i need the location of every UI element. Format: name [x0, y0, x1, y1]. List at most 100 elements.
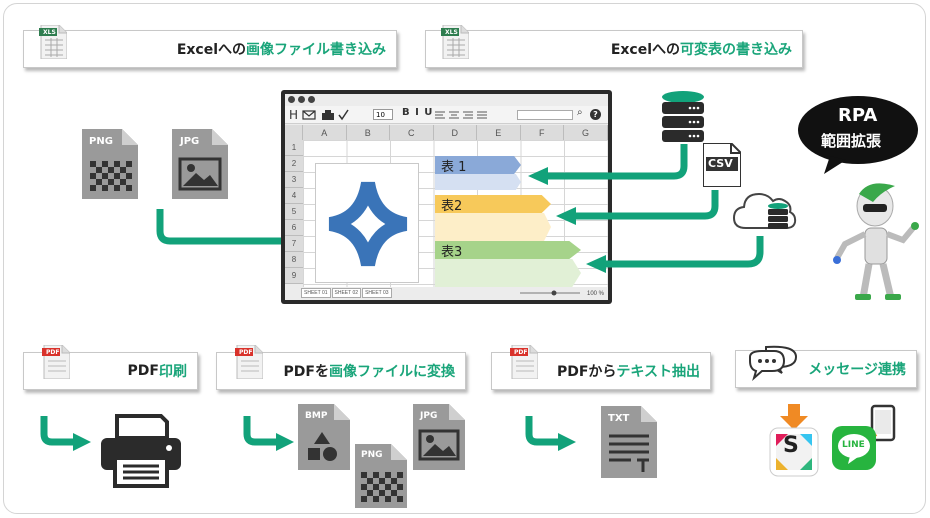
- label-highlight: メッセージ連携: [808, 362, 906, 378]
- sheet-tab[interactable]: SHEET 02: [331, 288, 362, 298]
- inserted-image[interactable]: [315, 163, 419, 283]
- arrow-cloud-to-table3: [586, 236, 764, 273]
- arrow-to-text: [525, 416, 576, 451]
- row-header[interactable]: 1: [285, 140, 303, 156]
- arrow-to-printer: [40, 416, 91, 451]
- label-prefix: Excelへの: [610, 42, 680, 58]
- label-message: メッセージ連携: [735, 345, 917, 388]
- label-highlight: 可変表の書き込み: [680, 42, 792, 58]
- column-header[interactable]: D: [433, 125, 477, 140]
- label-pdf-extract: PDF PDFからテキスト抽出: [491, 345, 711, 390]
- label-pdf-convert: PDF PDFを画像ファイルに変換: [216, 345, 466, 390]
- label-prefix: PDFを: [283, 364, 329, 380]
- table-3[interactable]: 表3: [435, 241, 581, 259]
- cloud-database-icon: [732, 192, 797, 229]
- table-1[interactable]: 表 1: [435, 156, 521, 174]
- column-header[interactable]: E: [477, 125, 521, 140]
- column-header[interactable]: B: [346, 125, 390, 140]
- row-header[interactable]: 6: [285, 220, 303, 236]
- table-1-rows: [435, 174, 521, 190]
- pdf-file-icon: [510, 345, 538, 379]
- help-icon[interactable]: ?: [590, 109, 601, 120]
- column-header[interactable]: A: [303, 125, 347, 140]
- pdf-badge-text: PDF: [514, 349, 528, 356]
- diagram-frame: XLS Excelへの画像ファイル書き込み XLS Excelへの可変表の書き込…: [3, 3, 926, 514]
- csv-badge-text: CSV: [708, 157, 733, 170]
- formula-bar[interactable]: [517, 110, 573, 120]
- svg-text:H: H: [289, 108, 298, 122]
- table-2[interactable]: 表2: [435, 195, 551, 213]
- txt-badge-text: TXT: [608, 413, 630, 424]
- label-text: Excelへの画像ファイル書き込み: [177, 31, 386, 67]
- sheet-tab[interactable]: SHEET 03: [362, 288, 392, 298]
- font-size-select[interactable]: 10: [373, 109, 393, 120]
- zoom-slider[interactable]: [520, 290, 580, 296]
- row-header[interactable]: 2: [285, 156, 303, 172]
- spreadsheet-window: H 10 B I U ⌕ ?: [281, 90, 612, 304]
- sheet-tab[interactable]: SHEET 01: [301, 288, 331, 298]
- row-header[interactable]: 5: [285, 204, 303, 220]
- column-header[interactable]: F: [520, 125, 564, 140]
- column-header[interactable]: C: [390, 125, 434, 140]
- row-header[interactable]: 3: [285, 172, 303, 188]
- label-excel-variable-table: XLS Excelへの可変表の書き込み: [425, 25, 803, 68]
- arrow-database-to-table1: [528, 144, 688, 185]
- jpg-file-icon: [413, 404, 465, 470]
- table-3-rows: [435, 259, 581, 287]
- spreadsheet-toolbar: H 10 B I U ⌕ ?: [285, 106, 608, 124]
- row-header[interactable]: 8: [285, 252, 303, 268]
- rpa-title: RPA: [838, 105, 878, 126]
- row-header[interactable]: 7: [285, 236, 303, 252]
- label-prefix: PDFから: [556, 364, 617, 380]
- robot-icon: [833, 183, 919, 300]
- search-icon[interactable]: ⌕: [577, 107, 583, 118]
- jpg-badge-text: JPG: [420, 411, 438, 421]
- arrow-to-images: [243, 416, 294, 451]
- zoom-level: 100 %: [586, 291, 604, 297]
- chat-bubbles-icon: [749, 345, 798, 381]
- pdf-file-icon: [235, 345, 263, 379]
- row-header[interactable]: 9: [285, 268, 303, 284]
- star-logo-icon: [328, 181, 408, 267]
- label-text: PDFからテキスト抽出: [557, 353, 700, 389]
- line-label: LINE: [842, 440, 865, 450]
- label-highlight: テキスト抽出: [616, 364, 700, 380]
- label-text: Excelへの可変表の書き込み: [611, 31, 792, 67]
- label-prefix: Excelへの: [176, 42, 246, 58]
- slack-letter: S: [783, 433, 799, 458]
- label-text: メッセージ連携: [808, 351, 906, 387]
- bmp-badge-text: BMP: [305, 411, 328, 421]
- format-buttons[interactable]: B I U: [402, 107, 434, 118]
- label-text: PDFを画像ファイルに変換: [284, 353, 455, 389]
- pdf-badge-text: PDF: [239, 349, 253, 356]
- label-prefix: PDF: [127, 363, 159, 379]
- label-highlight: 印刷: [159, 364, 187, 380]
- png-file-icon: [82, 129, 138, 199]
- window-controls: [288, 96, 315, 104]
- jpg-badge-text: JPG: [180, 136, 200, 147]
- png-badge-text: PNG: [361, 450, 383, 460]
- rpa-speech-bubble: [798, 96, 918, 174]
- printer-icon: [101, 414, 181, 488]
- pdf-file-icon: [42, 345, 70, 379]
- row-header[interactable]: 4: [285, 188, 303, 204]
- label-excel-image-write: XLS Excelへの画像ファイル書き込み: [23, 25, 397, 68]
- toolbar-icons: H: [289, 108, 349, 122]
- csv-file-icon: [703, 143, 741, 187]
- column-header[interactable]: G: [564, 125, 608, 140]
- rpa-subtitle: 範囲拡張: [821, 132, 882, 150]
- line-app-icon: [832, 404, 896, 470]
- txt-file-icon: [601, 406, 657, 478]
- table-2-rows: [435, 213, 551, 241]
- spreadsheet-grid: A B C D E F G 1 2 3 4 5 6 7 8 9: [285, 125, 608, 287]
- slack-icon: [769, 404, 819, 477]
- label-highlight: 画像ファイル書き込み: [246, 42, 386, 58]
- align-icons: [435, 111, 487, 119]
- png-file-icon: [355, 444, 407, 508]
- pdf-badge-text: PDF: [46, 349, 60, 356]
- bmp-file-icon: [298, 404, 350, 470]
- xls-file-icon: [441, 25, 469, 59]
- jpg-file-icon: [172, 129, 228, 199]
